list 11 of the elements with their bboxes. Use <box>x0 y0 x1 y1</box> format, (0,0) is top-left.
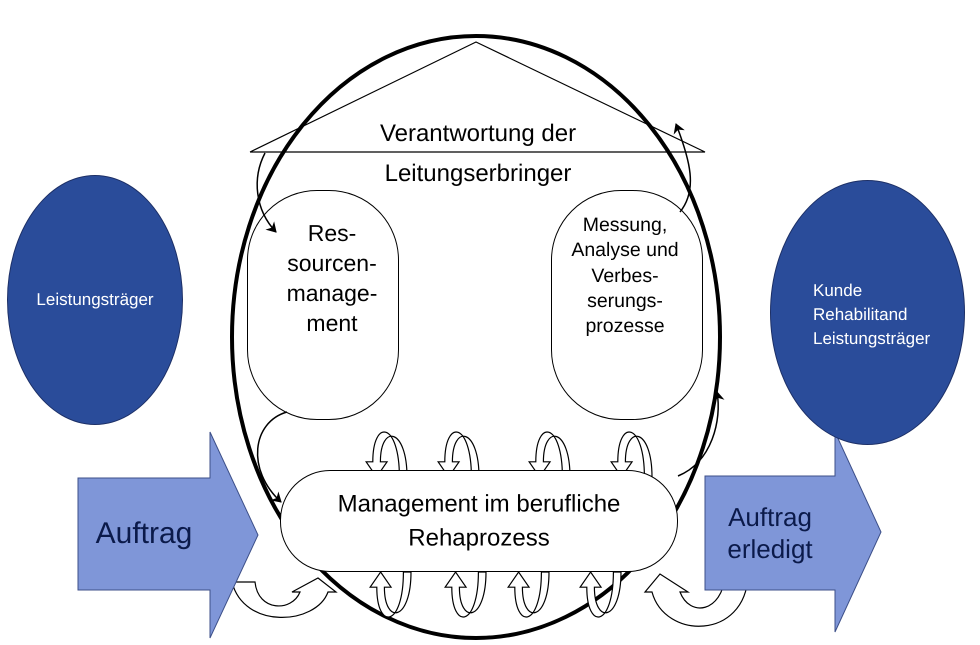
node-text: Verantwortung der Leitungserbringer <box>378 119 578 189</box>
node-text: Messung, Analyse und Verbes- serungs- prozesse <box>570 213 680 340</box>
curved-arrow <box>674 123 692 212</box>
node-text: Management im berufliche Rehaprozess <box>336 489 622 553</box>
node-text: Res- sourcen- manage- ment <box>286 219 378 338</box>
node-text: Leistungsträger <box>35 289 155 312</box>
curved-arrow <box>256 411 288 503</box>
node-text: Kunde Rehabilitand Leistungsträger <box>813 280 932 350</box>
curved-arrow <box>678 391 724 477</box>
node-text: Auftrag erledigt <box>726 500 814 566</box>
node-text: Auftrag <box>94 516 194 552</box>
